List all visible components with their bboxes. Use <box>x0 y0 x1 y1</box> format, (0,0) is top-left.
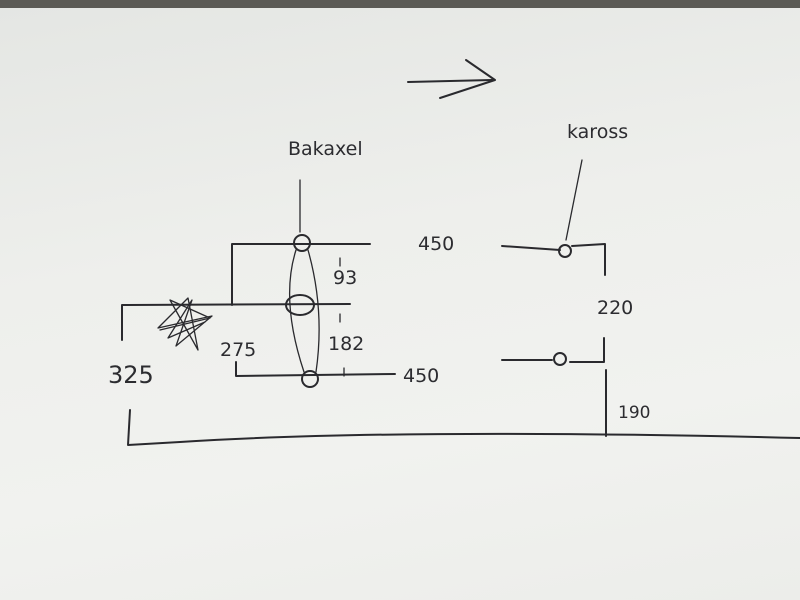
scribble-mark <box>157 297 213 351</box>
axle-label: Bakaxel <box>288 138 363 160</box>
dim-upper-gap: 93 <box>333 267 357 289</box>
middle-pivot <box>285 294 315 316</box>
body-label: kaross <box>567 121 628 143</box>
dim-right-vertical: 220 <box>597 297 633 319</box>
direction-arrow-icon <box>407 59 496 99</box>
upper-pivot <box>293 234 311 252</box>
dim-left-inner: 275 <box>220 339 256 361</box>
body-mounts <box>501 243 607 437</box>
dim-top-right: 450 <box>418 233 454 255</box>
axle-assembly <box>121 234 396 388</box>
ground-line <box>127 409 800 446</box>
dim-left-outer: 325 <box>108 361 154 389</box>
body-leader-line <box>565 159 583 241</box>
dim-bottom-vertical: 190 <box>618 403 650 423</box>
lower-pivot <box>301 370 319 388</box>
dim-bottom-right: 450 <box>403 365 439 387</box>
dim-lower-gap: 182 <box>328 333 364 355</box>
table-edge <box>0 0 800 8</box>
